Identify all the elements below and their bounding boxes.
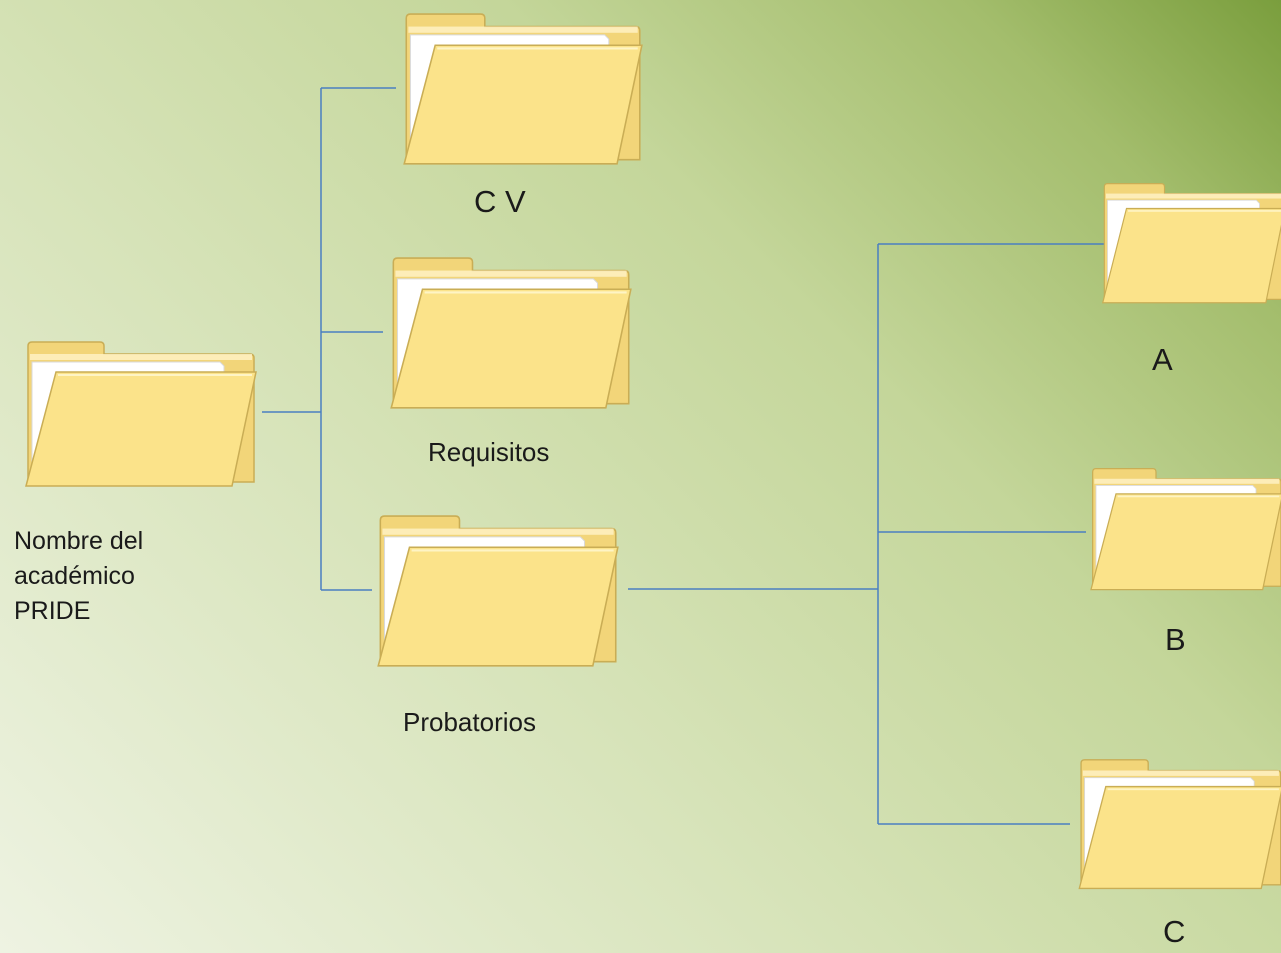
- folder-label-cv: C V: [474, 184, 526, 219]
- folder-icon[interactable]: [372, 514, 622, 670]
- folder-label-c: C: [1163, 914, 1186, 949]
- folder-icon[interactable]: [1098, 182, 1281, 306]
- folder-label-b: B: [1165, 622, 1186, 657]
- folder-icon[interactable]: [385, 256, 635, 412]
- folder-label-a: A: [1152, 342, 1173, 377]
- folder-label-root: Nombre del académico PRIDE: [14, 527, 144, 625]
- folder-label-probatorios: Probatorios: [403, 707, 536, 737]
- folder-icon[interactable]: [20, 340, 260, 490]
- folder-label-requisitos: Requisitos: [428, 437, 550, 467]
- folder-icon[interactable]: [1074, 758, 1281, 892]
- folder-icon[interactable]: [1086, 467, 1281, 593]
- folder-icon[interactable]: [398, 12, 646, 168]
